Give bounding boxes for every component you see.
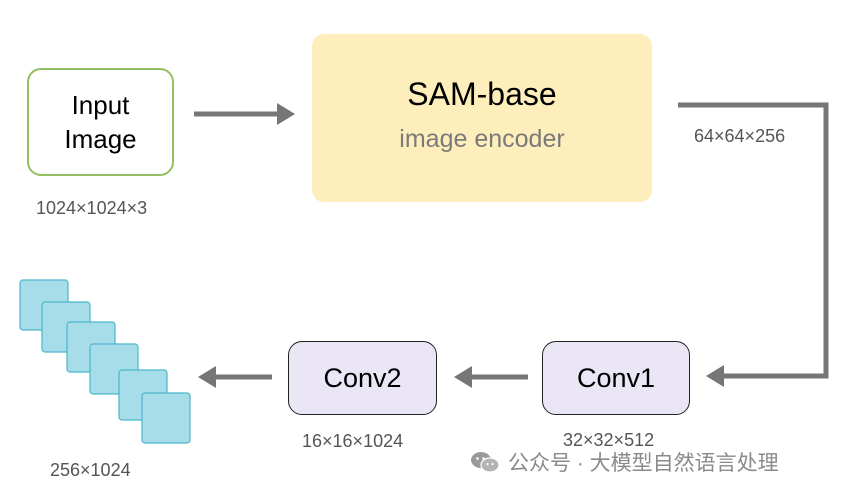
wechat-icon: [471, 452, 500, 473]
encoder-shape-label: 64×64×256: [694, 126, 786, 146]
conv1-block: Conv1: [542, 341, 690, 415]
arrow-conv1-to-conv2: [454, 366, 528, 388]
watermark: 公众号 · 大模型自然语言处理: [470, 447, 779, 477]
output-shape-label: 256×1024: [50, 460, 131, 480]
arrow-conv2-to-output: [198, 366, 272, 388]
conv2-title: Conv2: [323, 362, 402, 393]
watermark-text: 公众号 · 大模型自然语言处理: [508, 452, 779, 475]
conv1-title: Conv1: [576, 362, 656, 393]
sam-encoder-block: SAM-base image encoder: [312, 34, 652, 202]
input-shape-label: 1024×1024×3: [36, 198, 148, 218]
arrow-encoder-to-conv1: [678, 102, 829, 387]
output-token-stack: [19, 279, 191, 444]
encoder-title: SAM-base: [407, 76, 557, 112]
input-image-block: Input Image: [27, 68, 174, 176]
input-block-line1: Input: [71, 90, 130, 120]
output-token: [141, 392, 191, 444]
input-block-line2: Image: [64, 124, 137, 154]
conv1-shape-label: 32×32×512: [563, 430, 655, 450]
conv2-shape-label: 16×16×1024: [302, 431, 404, 451]
arrow-input-to-encoder: [194, 103, 295, 125]
encoder-subtitle: image encoder: [399, 125, 565, 153]
conv2-block: Conv2: [288, 341, 437, 415]
